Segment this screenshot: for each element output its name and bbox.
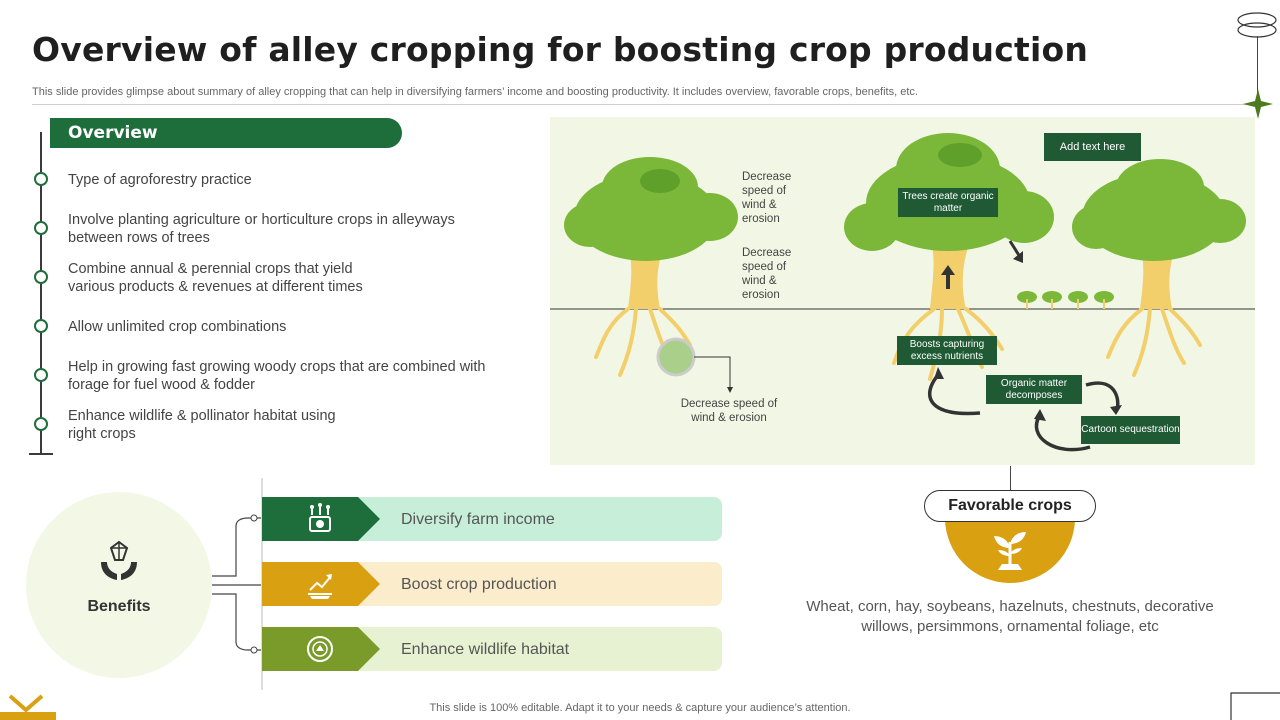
overview-bullet-icon (34, 172, 48, 186)
overview-bullet-icon (34, 221, 48, 235)
benefit-chevron-income (262, 497, 380, 541)
benefit-production-label: Boost crop production (401, 576, 557, 593)
overview-timeline-end (29, 453, 53, 455)
wildlife-icon (307, 636, 333, 662)
overview-item: Enhance wildlife & pollinator habitat us… (68, 408, 336, 442)
ornament-line (1257, 36, 1258, 100)
overview-item: Combine annual & perennial crops that yi… (68, 261, 363, 295)
overview-timeline-axis (40, 132, 42, 454)
alley-diagram-artwork (550, 133, 1255, 452)
favorable-crops-list: Wheat, corn, hay, soybeans, hazelnuts, c… (806, 598, 1214, 635)
overview-item: Type of agroforestry practice (68, 172, 252, 188)
page-title: Overview of alley cropping for boosting … (32, 30, 1089, 69)
footer-note: This slide is 100% editable. Adapt it to… (429, 702, 851, 714)
plant-sprout-icon (994, 532, 1026, 570)
overview-bullet-icon (34, 417, 48, 431)
overview-bullet-icon (34, 319, 48, 333)
tree-left-icon (564, 157, 738, 377)
benefit-income-label: Diversify farm income (401, 511, 555, 528)
boosts-capturing-box: Boosts capturing excess nutrients (897, 336, 997, 365)
overview-header: Overview (50, 118, 402, 148)
star-ornament-icon (1243, 89, 1273, 119)
trees-create-box: Trees create organic matter (898, 188, 998, 217)
overview-bullet-icon (34, 368, 48, 382)
cartoon-sequestration-box: Cartoon sequestration (1081, 416, 1180, 444)
tree-right-icon (1072, 159, 1246, 377)
organic-matter-box: Organic matter decomposes (986, 375, 1082, 404)
header-divider (32, 104, 1258, 105)
crop-seedlings-icon (1017, 291, 1114, 309)
root-zoom-icon (656, 337, 696, 377)
corner-ornament-icon (0, 694, 56, 720)
money-icon (309, 503, 331, 532)
label-decrease-wind-2: Decrease speed of wind & erosion (742, 247, 792, 301)
benefits-circle (26, 492, 212, 678)
benefits-hands-icon (101, 540, 137, 580)
page-subtitle: This slide provides glimpse about summar… (32, 86, 918, 98)
benefit-wildlife-label: Enhance wildlife habitat (401, 641, 570, 658)
overview-item: Allow unlimited crop combinations (68, 319, 287, 335)
overview-item: Involve planting agriculture or horticul… (68, 212, 455, 246)
benefits-label: Benefits (87, 598, 151, 615)
overview-bullet-icon (34, 270, 48, 284)
favorable-crops-pill: Favorable crops (924, 490, 1096, 522)
overview-item: Help in growing fast growing woody crops… (68, 359, 486, 393)
growth-chart-icon (308, 574, 332, 599)
add-text-box: Add text here (1044, 133, 1141, 161)
benefit-chevron-production (262, 562, 380, 606)
label-decrease-wind-3: Decrease speed of wind & erosion (680, 398, 778, 424)
label-decrease-wind-1: Decrease speed of wind & erosion (742, 171, 792, 225)
benefits-connectors (212, 478, 263, 690)
corner-bracket-icon (1230, 692, 1280, 720)
favorable-connector-line (1010, 466, 1011, 490)
